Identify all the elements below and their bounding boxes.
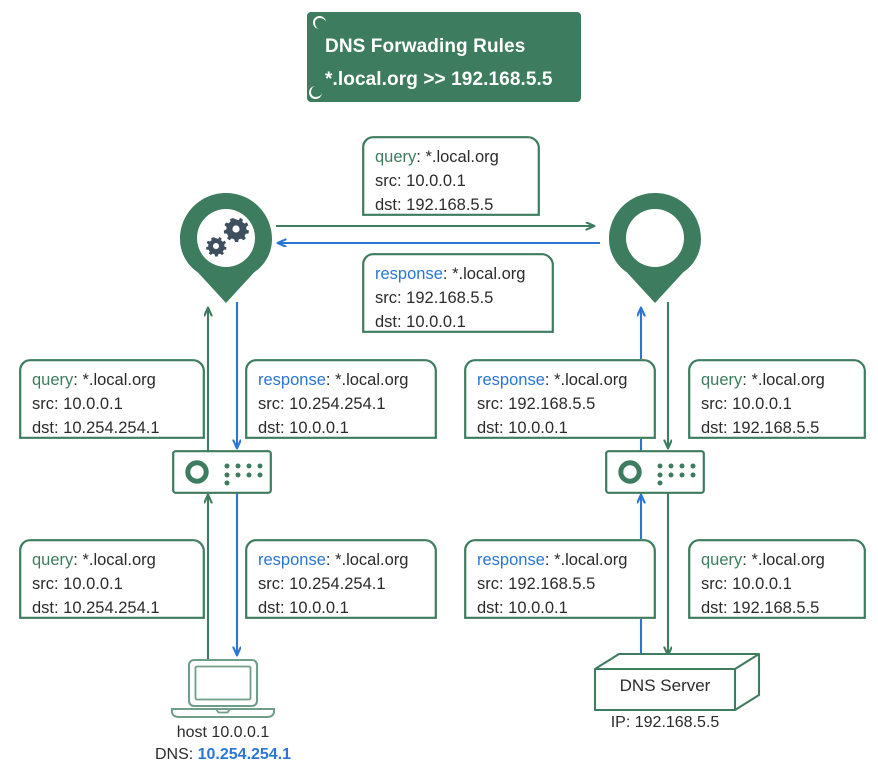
packet-dst: dst: 10.254.254.1 [32, 419, 160, 437]
packet-domain: *.local.org [335, 371, 409, 389]
packet-box: query: *.local.org src: 10.0.0.1 dst: 19… [688, 359, 866, 439]
packet-dst: dst: 10.0.0.1 [258, 419, 349, 437]
dns-forwarding-rules-note: DNS Forwading Rules *.local.org >> 192.1… [307, 12, 581, 102]
packet-src: src: 192.168.5.5 [477, 395, 596, 413]
packet-domain: *.local.org [425, 148, 499, 166]
right-switch-icon[interactable] [605, 450, 705, 494]
packet-kind-label: query [32, 551, 74, 569]
packet-box: response: *.local.org src: 10.254.254.1 … [245, 359, 437, 439]
note-rule: *.local.org >> 192.168.5.5 [325, 69, 553, 90]
packet-dst: dst: 10.254.254.1 [32, 599, 160, 617]
packet-kind-label: query [32, 371, 74, 389]
packet-box: response: *.local.org src: 192.168.5.5 d… [464, 539, 656, 619]
packet-domain: *.local.org [554, 371, 628, 389]
packet-kind-sep: : [544, 371, 555, 389]
packet-kind-sep: : [325, 551, 336, 569]
packet-domain: *.local.org [751, 371, 825, 389]
packet-domain: *.local.org [751, 551, 825, 569]
packet-line-kind: query: *.local.org [701, 368, 854, 392]
packet-kind-label: response [258, 551, 326, 569]
packet-line-kind: query: *.local.org [32, 368, 193, 392]
packet-box: response: *.local.org src: 192.168.5.5 d… [362, 253, 554, 333]
packet-line-kind: response: *.local.org [258, 368, 425, 392]
packet-src: src: 10.0.0.1 [701, 575, 792, 593]
packet-dst: dst: 10.0.0.1 [477, 419, 568, 437]
packet-kind-sep: : [442, 265, 453, 283]
packet-box: query: *.local.org src: 10.0.0.1 dst: 10… [19, 539, 205, 619]
packet-kind-label: response [258, 371, 326, 389]
packet-kind-label: query [701, 371, 743, 389]
dns-server-ip: IP: 192.168.5.5 [610, 714, 720, 731]
host-dns-value: 10.254.254.1 [197, 746, 292, 763]
laptop-icon[interactable] [168, 658, 278, 720]
packet-box: response: *.local.org src: 10.254.254.1 … [245, 539, 437, 619]
packet-src: src: 192.168.5.5 [477, 575, 596, 593]
packet-dst: dst: 10.0.0.1 [375, 313, 466, 331]
packet-box: query: *.local.org src: 10.0.0.1 dst: 10… [19, 359, 205, 439]
server-box-icon[interactable] [592, 652, 762, 714]
packet-line-kind: response: *.local.org [477, 368, 644, 392]
packet-src: src: 10.254.254.1 [258, 395, 386, 413]
left-switch-icon[interactable] [172, 450, 272, 494]
packet-line-kind: response: *.local.org [258, 548, 425, 572]
packet-domain: *.local.org [82, 551, 156, 569]
packet-dst: dst: 192.168.5.5 [701, 599, 820, 617]
packet-box: query: *.local.org src: 10.0.0.1 dst: 19… [362, 136, 540, 216]
packet-line-kind: query: *.local.org [32, 548, 193, 572]
host-address: host 10.0.0.1 [176, 724, 270, 741]
packet-domain: *.local.org [554, 551, 628, 569]
dns-server-title: DNS Server [619, 676, 711, 695]
packet-src: src: 10.254.254.1 [258, 575, 386, 593]
host-dns-prefix: DNS: [154, 746, 198, 763]
host-dns-line: DNS: 10.254.254.1 [128, 744, 318, 766]
host-label: host 10.0.0.1 DNS: 10.254.254.1 [128, 722, 318, 766]
packet-kind-label: query [701, 551, 743, 569]
packet-line-kind: response: *.local.org [477, 548, 644, 572]
note-top-bar [321, 16, 577, 25]
packet-domain: *.local.org [82, 371, 156, 389]
packet-line-kind: query: *.local.org [701, 548, 854, 572]
packet-kind-label: response [375, 265, 443, 283]
packet-dst: dst: 10.0.0.1 [258, 599, 349, 617]
note-curl-top-left-icon [313, 16, 326, 29]
packet-box: response: *.local.org src: 192.168.5.5 d… [464, 359, 656, 439]
packet-kind-sep: : [544, 551, 555, 569]
remote-pin-icon[interactable] [601, 189, 709, 307]
packet-src: src: 10.0.0.1 [701, 395, 792, 413]
packet-dst: dst: 10.0.0.1 [477, 599, 568, 617]
packet-domain: *.local.org [335, 551, 409, 569]
router-pin-icon[interactable] [172, 189, 280, 307]
packet-dst: dst: 192.168.5.5 [375, 196, 494, 214]
packet-line-kind: query: *.local.org [375, 145, 528, 169]
packet-dst: dst: 192.168.5.5 [701, 419, 820, 437]
packet-kind-label: response [477, 371, 545, 389]
packet-kind-label: response [477, 551, 545, 569]
note-title: DNS Forwading Rules [325, 36, 526, 57]
packet-kind-label: query [375, 148, 417, 166]
packet-kind-sep: : [325, 371, 336, 389]
packet-line-kind: response: *.local.org [375, 262, 542, 286]
packet-src: src: 192.168.5.5 [375, 289, 494, 307]
packet-domain: *.local.org [452, 265, 526, 283]
packet-box: query: *.local.org src: 10.0.0.1 dst: 19… [688, 539, 866, 619]
packet-src: src: 10.0.0.1 [32, 575, 123, 593]
note-curl-bottom-left-icon [309, 86, 322, 99]
packet-src: src: 10.0.0.1 [32, 395, 123, 413]
packet-src: src: 10.0.0.1 [375, 172, 466, 190]
